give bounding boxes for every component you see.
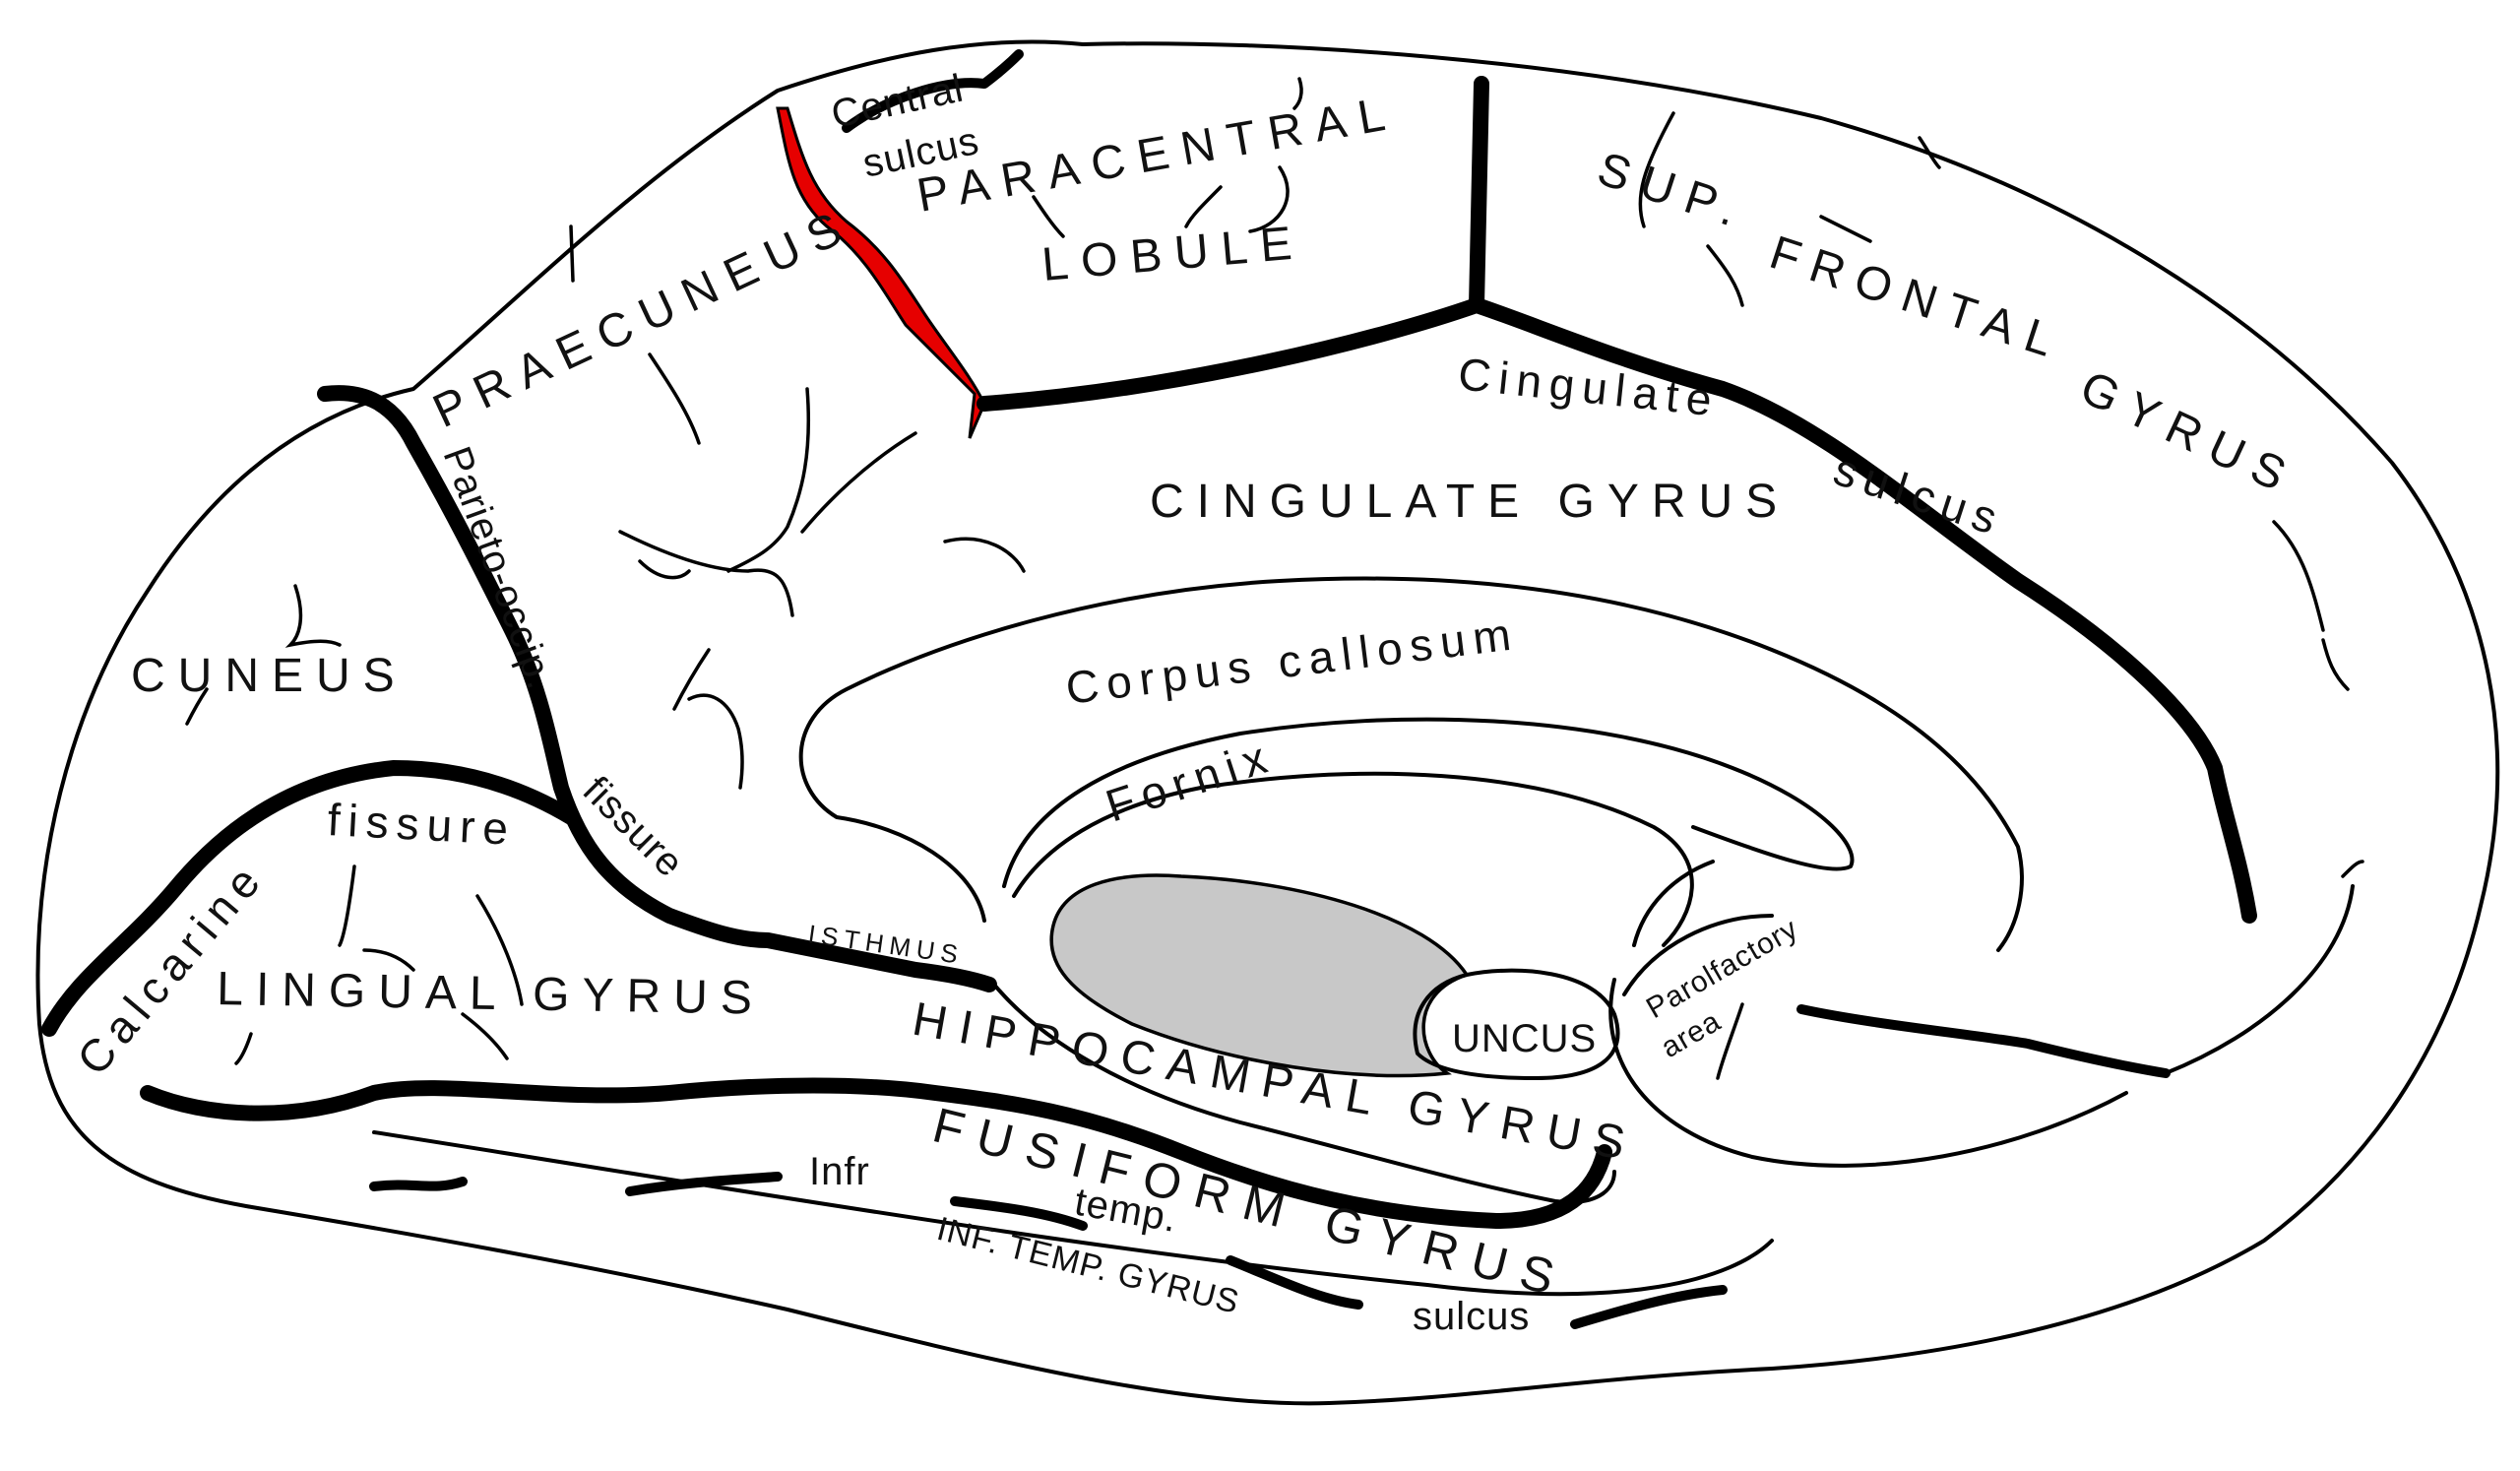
minor-sulcus-19	[1184, 185, 1223, 228]
label-parieto-occip: Parieto-occip.	[435, 441, 563, 695]
label-fissure-calcarine: fissure	[326, 794, 517, 855]
minor-sulcus-18	[1248, 165, 1290, 233]
label-parolfactory-1: Parolfactory	[1641, 912, 1804, 1025]
minor-sulcus-22	[1706, 244, 1744, 307]
label-fissure-po: fissure	[575, 768, 692, 885]
parolfactory-boundary-2	[1622, 914, 1774, 996]
inf-temp-sulcus-4	[1226, 1255, 1363, 1310]
label-frontal: FRONTAL	[1764, 226, 2072, 371]
label-cingulate-sulcus-2: sulcus	[1828, 443, 2011, 546]
minor-sulcus-23	[1819, 215, 1872, 243]
minor-sulcus-20	[1292, 77, 1303, 110]
label-infr: Infr	[809, 1150, 870, 1193]
corpus-callosum-outline	[798, 576, 2024, 952]
minor-sulcus-4	[800, 431, 917, 534]
minor-sulcus-3	[726, 387, 811, 573]
label-cingulate-gyrus: CINGULATE GYRUS	[1150, 476, 1790, 528]
minor-sulcus-10	[284, 584, 342, 648]
minor-sulcus-12	[338, 864, 356, 947]
temporal-pole-outline	[1608, 978, 2128, 1168]
minor-sulcus-9	[687, 693, 744, 790]
minor-sulcus-28	[1716, 1002, 1744, 1080]
minor-sulcus-24	[1918, 136, 1941, 169]
paraterminal-sulcus	[1796, 1004, 2171, 1078]
label-uncus: UNCUS	[1452, 1017, 1597, 1060]
paracentral-upper-notch	[842, 49, 1024, 133]
label-lobule: LOBULE	[1040, 217, 1306, 291]
minor-sulcus-5	[618, 530, 794, 617]
calcarine-fissure	[41, 760, 579, 1037]
label-sup: SUP.	[1592, 143, 1755, 240]
label-sulcus-inf: sulcus	[1413, 1295, 1530, 1338]
uncus-outline	[1413, 968, 1620, 1080]
orbital-margin	[2164, 884, 2355, 1075]
minor-sulcus-16	[234, 1032, 253, 1065]
hippocampal-boundary	[992, 983, 1616, 1204]
inf-temp-sulcus-5	[1570, 1285, 1728, 1329]
cingulate-sulcus-ascending	[1469, 76, 1489, 313]
label-inf-temp-gyrus: INF. TEMP. GYRUS	[933, 1210, 1243, 1321]
collateral-sulcus	[140, 1077, 1612, 1229]
minor-sulcus-27	[2341, 860, 2364, 878]
parieto-occipital-fissure	[317, 385, 997, 992]
inf-temp-sulcus-1	[369, 1177, 468, 1191]
label-cingulate-sulcus-1: Cingulate	[1456, 348, 1722, 426]
minor-sulcus-25	[2272, 520, 2325, 632]
label-cuneus: CUNEUS	[131, 650, 408, 702]
lateral-ventricle	[1049, 873, 1470, 1078]
minor-sulcus-13	[362, 948, 415, 972]
minor-sulcus-17	[1032, 195, 1065, 238]
inf-temp-sulcus-3	[950, 1196, 1088, 1231]
label-gyrus-sup: GYRUS	[2072, 361, 2304, 507]
cingulate-sulcus	[976, 297, 2257, 924]
parolfactory-boundary	[1632, 860, 1715, 947]
minor-sulcus-6	[638, 559, 691, 580]
minor-sulcus-8	[672, 648, 711, 711]
minor-sulcus-1	[569, 224, 575, 283]
minor-sulcus-14	[475, 894, 524, 1006]
hemisphere-outline	[35, 39, 2500, 1406]
minor-sulcus-7	[943, 537, 1026, 573]
minor-sulcus-2	[648, 352, 701, 445]
label-paracentral: PARACENTRAL	[914, 87, 1402, 223]
minor-sulcus-11	[185, 687, 209, 726]
minor-sulcus-21	[1638, 111, 1675, 228]
label-lingual-gyrus: LINGUAL GYRUS	[217, 963, 765, 1025]
label-corpus-callosum: Corpus callosum	[1063, 608, 1521, 714]
minor-sulcus-15	[461, 1012, 509, 1060]
minor-sulcus-26	[2321, 638, 2350, 691]
inf-temp-sulcus-2	[625, 1172, 783, 1196]
corpus-callosum-inner	[1002, 717, 1855, 888]
